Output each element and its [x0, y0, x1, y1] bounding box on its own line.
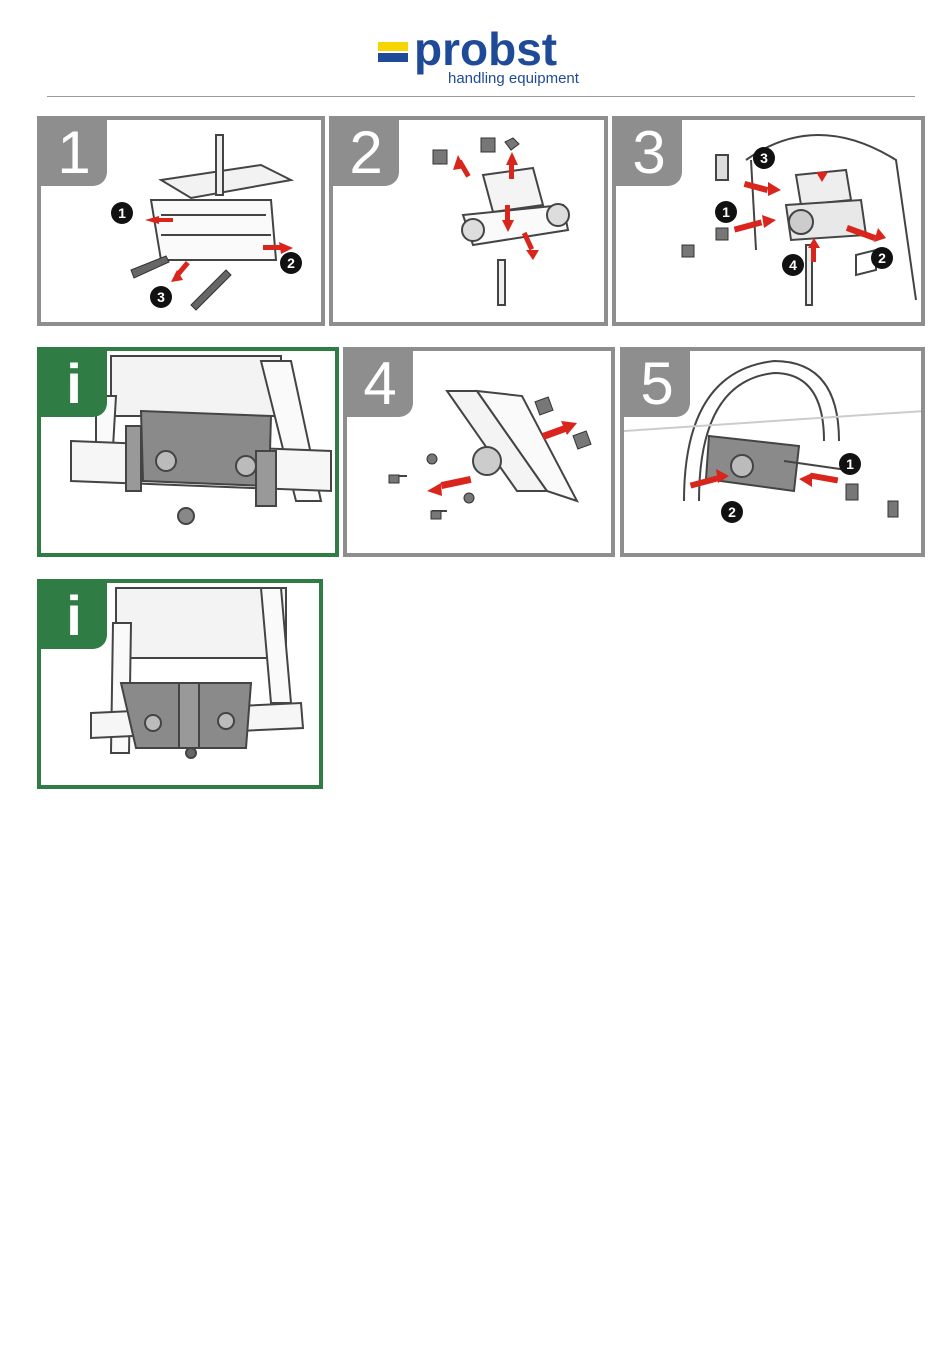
- callout-4: 4: [789, 257, 797, 273]
- step-panel-4: 4: [343, 347, 615, 557]
- step-panel-5: 1 2 5: [620, 347, 925, 557]
- info-badge: i: [41, 583, 107, 649]
- step-number-badge: 2: [333, 120, 399, 186]
- logo-yellow-bar: [378, 42, 408, 51]
- info-panel-2: i: [37, 579, 323, 789]
- info-badge: i: [41, 351, 107, 417]
- callout-1: 1: [846, 456, 854, 472]
- logo-tagline: handling equipment: [448, 70, 579, 88]
- callout-1: 1: [722, 204, 730, 220]
- callout-2: 2: [728, 504, 736, 520]
- header-divider: [47, 96, 915, 97]
- step-panel-1: 1 2 3 1: [37, 116, 325, 326]
- callout-1: 1: [118, 205, 126, 221]
- step-number-badge: 3: [616, 120, 682, 186]
- callout-2: 2: [878, 250, 886, 266]
- step-panel-3: 1 2 3 4 3: [612, 116, 925, 326]
- step-number-badge: 4: [347, 351, 413, 417]
- info-panel-1: i: [37, 347, 339, 557]
- logo-blue-bar: [378, 53, 408, 62]
- logo-wordmark: probst: [414, 24, 557, 74]
- callout-3: 3: [157, 289, 165, 305]
- step-number-badge: 5: [624, 351, 690, 417]
- step-number-badge: 1: [41, 120, 107, 186]
- step-panel-2: 2: [329, 116, 608, 326]
- probst-logo: probst handling equipment: [378, 30, 598, 92]
- callout-2: 2: [287, 255, 295, 271]
- callout-3: 3: [760, 150, 768, 166]
